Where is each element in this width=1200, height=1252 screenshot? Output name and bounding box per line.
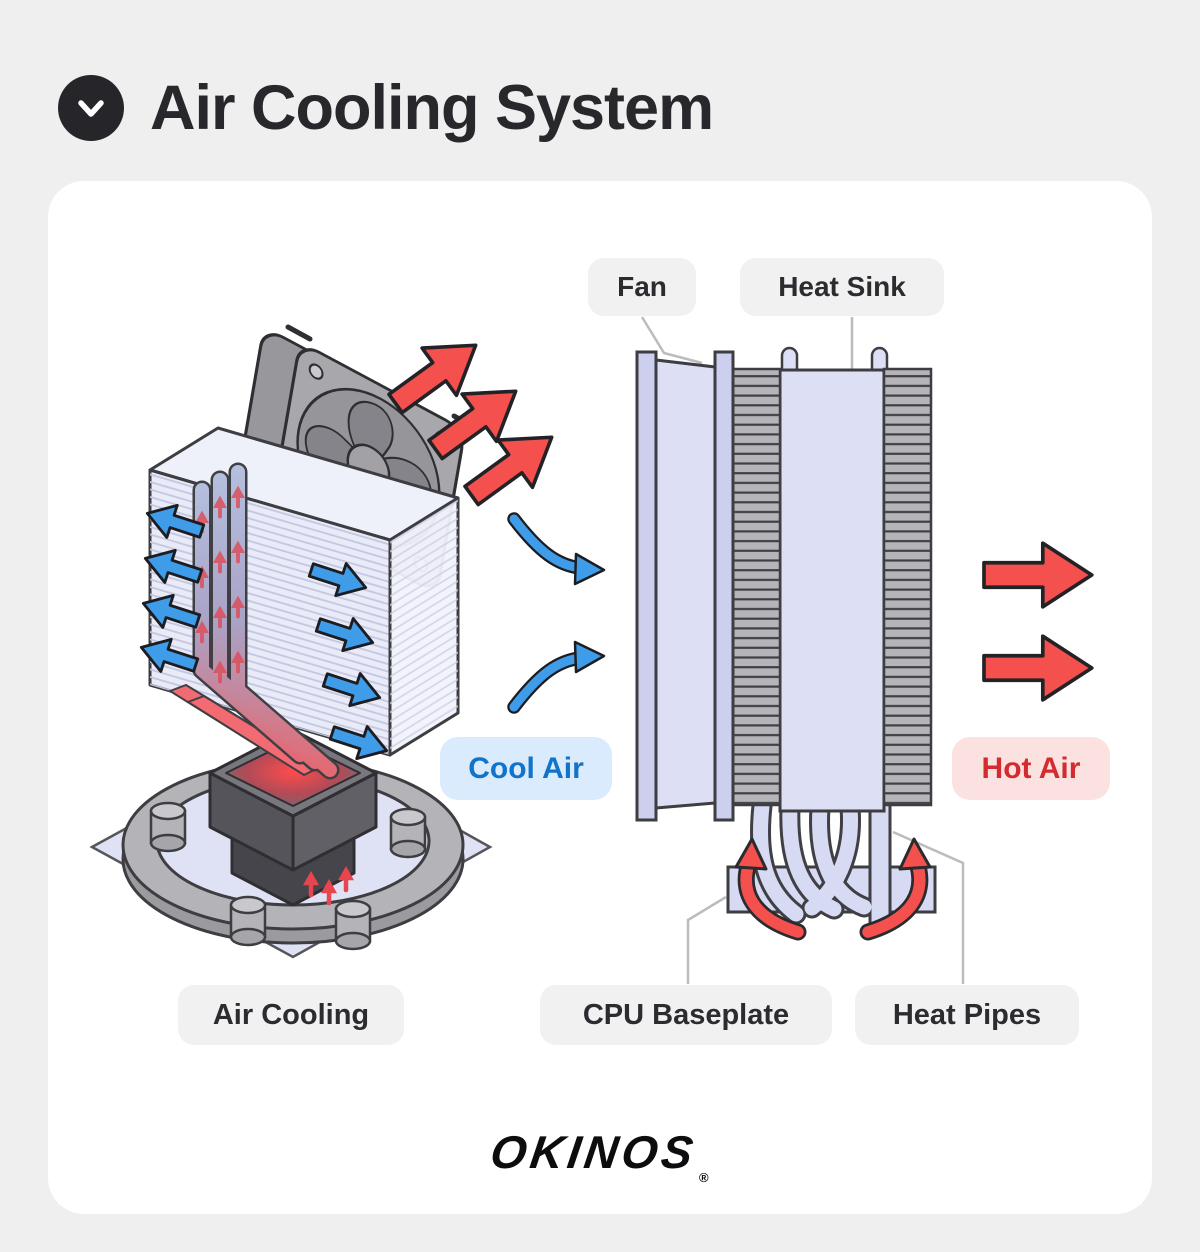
brand-area: OKINOS® (48, 1125, 1152, 1185)
heatsink-core (778, 368, 886, 813)
standoff-posts (149, 801, 427, 951)
label-hot-air: Hot Air (952, 737, 1110, 800)
cool-air-arrows (507, 512, 606, 714)
brand-logo: OKINOS (487, 1126, 701, 1178)
registered-mark: ® (698, 1170, 709, 1185)
heat-pipe-bundle (749, 791, 892, 934)
page-title: Air Cooling System (150, 73, 714, 143)
label-cpu-baseplate: CPU Baseplate (540, 985, 832, 1045)
label-heat-sink: Heat Sink (740, 258, 944, 316)
tower-cooler-side-view (635, 346, 937, 941)
label-fan: Fan (588, 258, 696, 316)
label-heat-pipes: Heat Pipes (855, 985, 1079, 1045)
air-cooler-isometric-illustration (89, 319, 571, 959)
heatsink-fins (731, 367, 933, 807)
hot-air-arrows (982, 541, 1094, 702)
air-cooling-diagram-art (89, 316, 1094, 984)
label-air-cooling: Air Cooling (178, 985, 404, 1045)
header: Air Cooling System (58, 72, 714, 144)
fan-side-view (635, 350, 735, 822)
cpu-block (208, 728, 378, 907)
baseplate-heat-arrows (734, 837, 932, 941)
diagram-card: Fan Heat Sink Cool Air Hot Air Air Cooli… (48, 181, 1152, 1214)
label-cool-air: Cool Air (440, 737, 612, 800)
chevron-down-icon (78, 100, 104, 117)
collapse-section-button[interactable] (58, 75, 124, 141)
